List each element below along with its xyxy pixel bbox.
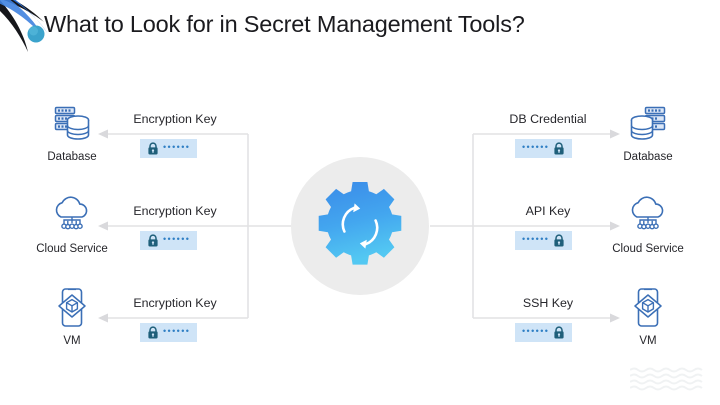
node-left-vm[interactable]: VM [25,286,119,347]
secret-pill-left-2[interactable]: •••••• [140,231,198,250]
node-left-database[interactable]: Database [25,102,119,163]
database-icon [601,102,695,148]
lock-icon [148,234,158,247]
slide-title: What to Look for in Secret Management To… [44,11,525,37]
flow-label-left-3: Encryption Key [133,296,217,310]
flow-connectors [98,129,620,323]
secret-pill-right-1[interactable]: •••••• [515,139,573,158]
wave-pattern-decoration [629,367,706,393]
cloud-service-icon [601,194,695,240]
node-right-vm[interactable]: VM [601,286,695,347]
flow-label-left-2: Encryption Key [133,204,217,218]
flow-label-right-1: DB Credential [509,112,587,126]
secret-management-hub[interactable] [291,157,429,295]
secret-mask: •••••• [522,326,550,336]
node-right-database[interactable]: Database [601,102,695,163]
secret-pill-right-2[interactable]: •••••• [515,231,573,250]
secret-mask: •••••• [163,234,191,244]
lock-icon [148,326,158,339]
node-label: Database [623,151,673,163]
secret-pill-right-3[interactable]: •••••• [515,323,573,342]
virtual-machine-icon [601,286,695,332]
node-label: Cloud Service [36,243,108,255]
node-left-cloud-service[interactable]: Cloud Service [25,194,119,255]
secret-mask: •••••• [522,142,550,152]
lock-icon [148,142,158,155]
secret-mask: •••••• [522,234,550,244]
cloud-service-icon [25,194,119,240]
flow-label-right-2: API Key [525,204,571,218]
node-right-cloud-service[interactable]: Cloud Service [601,194,695,255]
secret-pill-left-1[interactable]: •••••• [140,139,198,158]
lock-icon [554,326,564,339]
secret-mask: •••••• [163,326,191,336]
database-icon [25,102,119,148]
lock-icon [554,142,564,155]
node-label: Database [47,151,97,163]
flow-label-left-1: Encryption Key [133,112,217,126]
secret-mask: •••••• [163,142,191,152]
lock-icon [554,234,564,247]
flow-label-right-3: SSH Key [522,296,574,310]
diagram-area: Database [0,62,720,405]
gear-sync-icon [318,182,402,265]
node-label: VM [639,335,657,347]
node-label: VM [63,335,81,347]
node-label: Cloud Service [612,243,684,255]
virtual-machine-icon [25,286,119,332]
secret-pill-left-3[interactable]: •••••• [140,323,198,342]
